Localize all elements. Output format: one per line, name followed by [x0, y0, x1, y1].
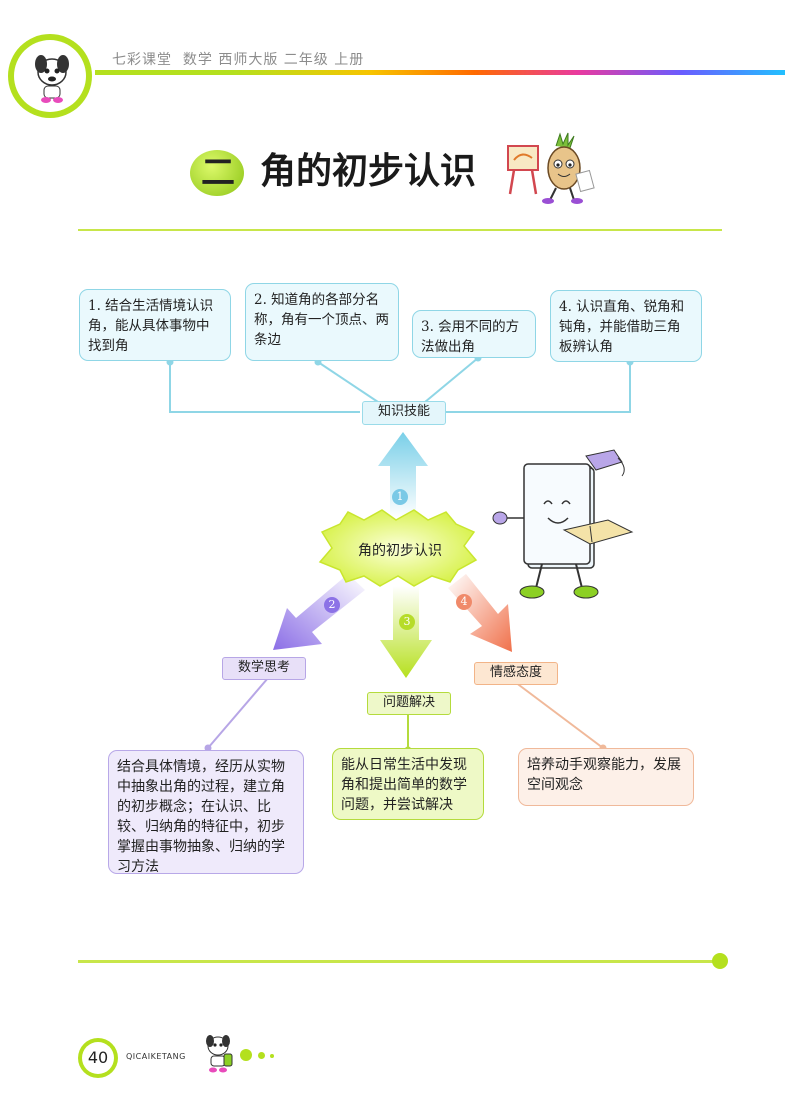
pineapple-painter-illustration — [507, 132, 595, 204]
chapter-title: 角的初步认识 — [260, 151, 477, 192]
label-knowledge-skills: 知识技能 — [362, 401, 446, 425]
knowledge-item-1: 1. 结合生活情境认识角，能从具体事物中找到角 — [79, 289, 231, 361]
chapter-number-badge — [190, 150, 244, 196]
arrow-down-left-thinking — [273, 574, 365, 650]
title-divider — [78, 229, 722, 231]
bottom-divider — [78, 960, 716, 963]
footer-dot-2 — [258, 1052, 265, 1059]
bottom-divider-dot — [712, 953, 728, 969]
problem-solving-box: 能从日常生活中发现角和提出简单的数学问题，并尝试解决 — [332, 748, 484, 820]
arrow-number-3: 3 — [399, 614, 415, 630]
label-emotional-attitude: 情感态度 — [474, 662, 558, 685]
chapter-number: 二 — [201, 153, 235, 193]
center-starburst — [318, 509, 478, 587]
attitude-box: 培养动手观察能力，发展空间观念 — [518, 748, 694, 806]
math-thinking-box: 结合具体情境，经历从实物中抽象出角的过程，建立角的初步概念；在认识、比较、归纳角… — [108, 750, 304, 875]
header-rainbow-bar — [95, 70, 785, 75]
knowledge-item-3: 3. 会用不同的方法做出角 — [412, 310, 536, 358]
knowledge-item-4: 4. 认识直角、锐角和钝角，并能借助三角板辨认角 — [550, 290, 702, 362]
footer-brand: QICAIKETANG — [126, 1052, 186, 1061]
knowledge-item-2: 2. 知道角的各部分名称，角有一个顶点、两条边 — [245, 283, 399, 361]
page-number: 40 — [87, 1048, 109, 1067]
footer-dot-1 — [240, 1049, 252, 1061]
arrow-number-4: 4 — [456, 594, 472, 610]
label-math-thinking: 数学思考 — [222, 657, 306, 680]
footer-dot-3 — [270, 1054, 274, 1058]
arrow-down-right-attitude — [448, 574, 512, 652]
book-mascot-illustration — [492, 449, 634, 599]
label-problem-solving: 问题解决 — [367, 692, 451, 715]
arrow-up-knowledge — [378, 432, 428, 518]
page-number-disc — [82, 1042, 114, 1074]
header-book-title: 七彩课堂 数学 西师大版 二年级 上册 — [112, 52, 365, 68]
arrow-number-1: 1 — [392, 489, 408, 505]
center-topic: 角的初步认识 — [358, 543, 442, 559]
arrow-number-2: 2 — [324, 597, 340, 613]
arrow-down-problem — [380, 586, 432, 678]
footer-mascot-dog-icon — [206, 1035, 233, 1073]
mascot-dog-icon — [35, 55, 69, 103]
